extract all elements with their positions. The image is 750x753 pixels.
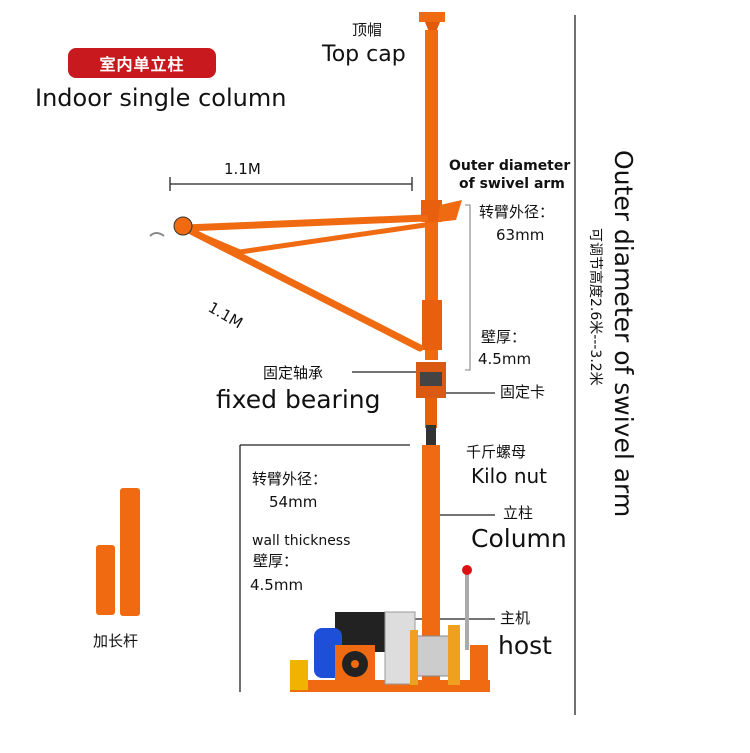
column-wall-value: 4.5mm — [250, 576, 304, 594]
swivel-arm-wall-value: 4.5mm — [478, 350, 532, 368]
kilo-nut-label-cn: 千斤螺母 — [466, 443, 527, 461]
column-od-value: 54mm — [269, 493, 318, 511]
swivel-arm-title-2: of swivel arm — [459, 176, 565, 192]
fixed-bearing-label-cn: 固定轴承 — [263, 364, 324, 382]
extension-rod-long — [120, 488, 140, 616]
swivel-arm-od-label: 转臂外径： — [479, 203, 555, 221]
column-wall-en: wall thickness — [252, 533, 351, 549]
fixed-clamp-label: 固定卡 — [500, 383, 546, 401]
column-upper — [425, 30, 438, 360]
winch-host — [290, 565, 490, 692]
arm-length-top: 1.1M — [224, 160, 261, 178]
subtitle: Indoor single column — [35, 84, 287, 112]
vertical-title: Outer diameter of swivel arm — [609, 150, 638, 518]
column-lower — [422, 445, 440, 685]
fixed-bearing-label-en: fixed bearing — [216, 385, 381, 414]
host-label-en: host — [498, 631, 552, 660]
swivel-arm-title-1: Outer diameter — [449, 158, 571, 174]
top-cap-label-cn: 顶帽 — [352, 21, 383, 39]
column-label-en: Column — [471, 524, 567, 553]
top-cap-plate — [419, 12, 445, 22]
swivel-arm-od-value: 63mm — [496, 226, 545, 244]
pulley — [173, 216, 193, 236]
kilo-nut-label-en: Kilo nut — [471, 464, 548, 488]
swivel-arm-wall-label: 壁厚： — [481, 328, 527, 346]
category-badge: 室内单立柱 — [68, 48, 216, 78]
kilo-nut — [426, 425, 436, 445]
extension-rod-short — [96, 545, 115, 615]
column-wall-label: 壁厚： — [253, 552, 299, 570]
column-od-label: 转臂外径： — [252, 470, 328, 488]
swivel-arm — [181, 214, 429, 352]
annotation-lines — [169, 15, 576, 715]
column-label-cn: 立柱 — [503, 504, 534, 522]
adjustable-height: 可调节高度2.6米---3.2米 — [587, 228, 603, 386]
extension-rod-label: 加长杆 — [93, 632, 139, 650]
top-cap-label-en: Top cap — [322, 42, 406, 67]
host-label-cn: 主机 — [500, 609, 531, 627]
